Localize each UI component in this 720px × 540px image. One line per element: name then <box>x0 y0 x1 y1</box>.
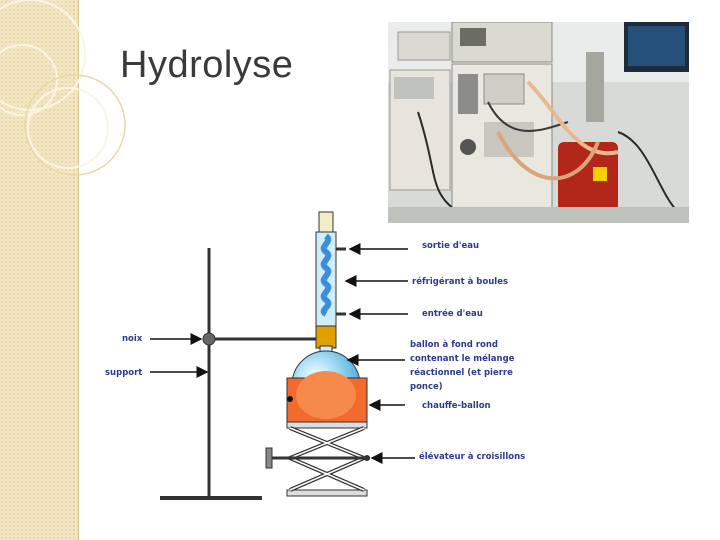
label-entree-eau: entrée d'eau <box>422 308 483 319</box>
label-chauffe-ballon: chauffe-ballon <box>422 401 491 411</box>
label-sortie-eau: sortie d'eau <box>422 241 479 251</box>
heating-mantle <box>287 371 367 422</box>
label-noix: noix <box>122 334 143 344</box>
label-ballon-line2: contenant le mélange <box>410 353 515 364</box>
label-ballon-line1: ballon à fond rond <box>410 340 498 350</box>
condenser <box>316 212 346 348</box>
lab-jack <box>266 422 370 496</box>
label-ballon-line3: réactionnel (et pierre <box>410 367 513 378</box>
label-support: support <box>105 368 142 378</box>
label-arrows <box>150 249 415 458</box>
label-elevateur: élévateur à croisillons <box>419 451 525 462</box>
label-ballon-line4: ponce) <box>410 382 443 392</box>
label-refrigerant: réfrigérant à boules <box>412 276 508 287</box>
